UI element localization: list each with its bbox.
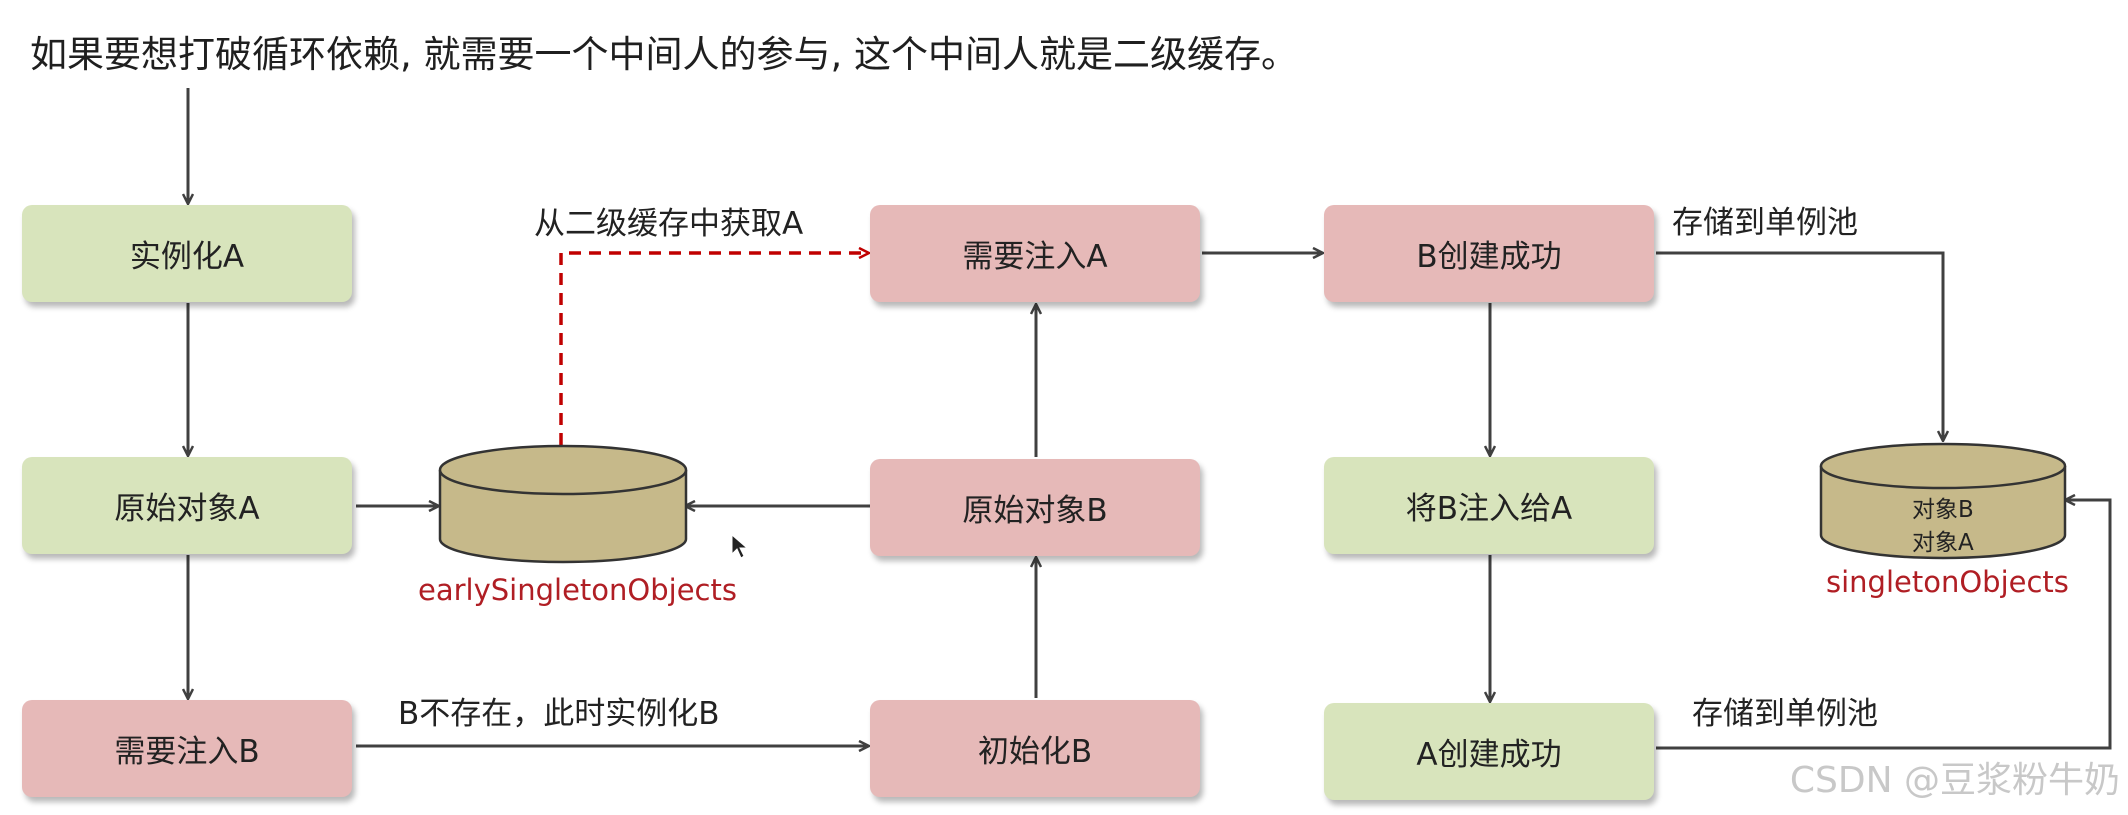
label-get-from-second-cache: 从二级缓存中获取A: [534, 206, 804, 242]
singleton-item-a: 对象A: [1912, 530, 1974, 556]
box-raw-object-b: 原始对象B: [870, 459, 1200, 556]
box-raw-object-a: 原始对象A: [22, 457, 352, 554]
arrow-a-created-to-singleton: [1656, 500, 2112, 750]
label-store-singleton-top: 存储到单例池: [1672, 205, 1858, 241]
diagram-heading: 如果要想打破循环依赖, 就需要一个中间人的参与, 这个中间人就是二级缓存。: [30, 33, 1299, 76]
watermark: CSDN @豆浆粉牛奶: [1789, 760, 2120, 801]
box-need-inject-b: 需要注入B: [22, 700, 352, 797]
singleton-cache-label: singletonObjects: [1826, 565, 2069, 599]
singleton-cache-cylinder: [1819, 442, 2067, 560]
dashed-arrow-early-cache-to-need-a: [559, 253, 868, 445]
box-inject-b-into-a: 将B注入给A: [1324, 457, 1654, 554]
arrow-b-created-to-singleton: [1656, 251, 1943, 440]
box-init-b: 初始化B: [870, 700, 1200, 797]
box-need-inject-a: 需要注入A: [870, 205, 1200, 302]
early-cache-cylinder: [438, 444, 688, 564]
label-b-not-exist: B不存在，此时实例化B: [398, 696, 720, 732]
mouse-cursor-icon: [731, 534, 749, 559]
label-store-singleton-bottom: 存储到单例池: [1692, 696, 1878, 732]
box-a-created: A创建成功: [1324, 703, 1654, 800]
singleton-item-b: 对象B: [1912, 497, 1974, 523]
box-instantiate-a: 实例化A: [22, 205, 352, 302]
box-b-created: B创建成功: [1324, 205, 1654, 302]
early-cache-label: earlySingletonObjects: [418, 573, 737, 607]
